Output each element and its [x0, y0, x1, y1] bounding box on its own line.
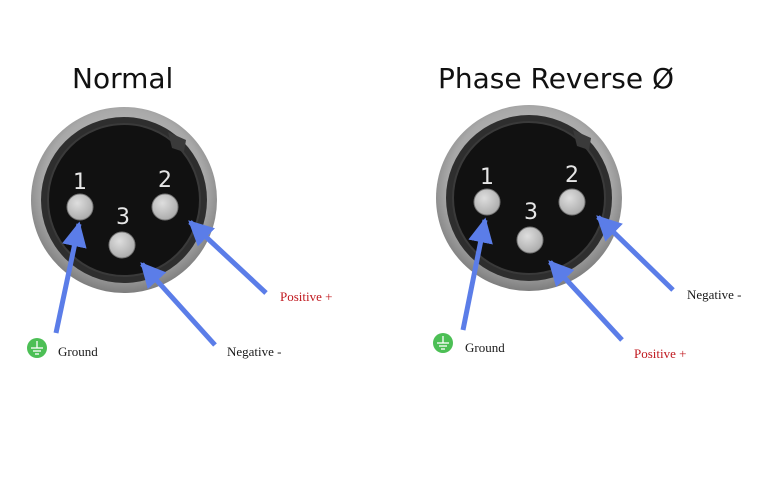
pin-1: [66, 193, 94, 221]
pin-3-number: 3: [116, 205, 130, 230]
normal-diagram: Normal 1 2 3 Ground Positive + Negative …: [27, 62, 332, 359]
pin-3-number: 3: [524, 200, 538, 225]
phase-reverse-title: Phase Reverse Ø: [438, 62, 674, 95]
ground-arrow: [53, 221, 87, 334]
xlr-connector-phase-reverse: 1 2 3: [436, 105, 622, 291]
ground-label: Ground: [58, 344, 98, 359]
pin3-arrow: [548, 260, 624, 342]
pin3-arrow: [140, 262, 217, 347]
pin-1: [473, 188, 501, 216]
pin3-label: Positive +: [634, 346, 686, 361]
pin3-label: Negative -: [227, 344, 282, 359]
connector-key-notch: [573, 130, 591, 150]
pin-3: [516, 226, 544, 254]
pin-2-number: 2: [158, 168, 172, 193]
pin-1-number: 1: [480, 165, 494, 190]
ground-label: Ground: [465, 340, 505, 355]
pin-1-number: 1: [73, 170, 87, 195]
pin-2-number: 2: [565, 163, 579, 188]
pin2-arrow: [596, 215, 675, 292]
phase-reverse-diagram: Phase Reverse Ø 1 2 3 Ground Negative - …: [433, 62, 742, 361]
pin2-arrow: [188, 220, 268, 295]
normal-title: Normal: [72, 62, 173, 95]
pin-2: [558, 188, 586, 216]
ground-icon: [27, 338, 47, 358]
ground-arrow: [460, 217, 493, 331]
pin-3: [108, 231, 136, 259]
pin2-label: Positive +: [280, 289, 332, 304]
pin2-label: Negative -: [687, 287, 742, 302]
xlr-connector-normal: 1 2 3: [31, 107, 217, 293]
connector-key-notch: [168, 132, 186, 152]
ground-icon: [433, 333, 453, 353]
pin-2: [151, 193, 179, 221]
